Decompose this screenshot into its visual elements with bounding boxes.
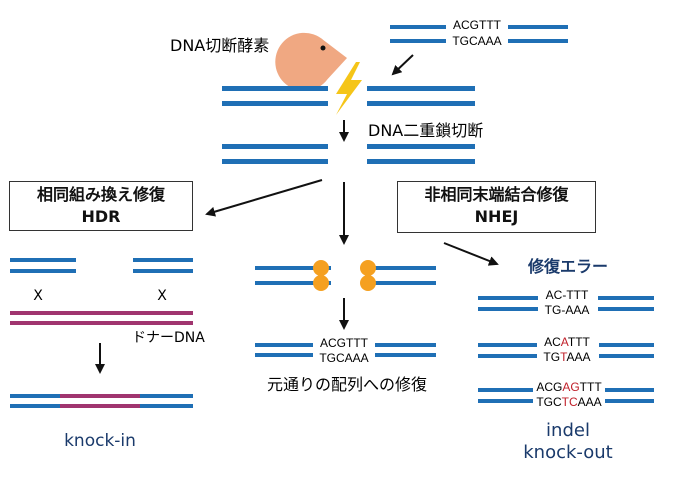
- donor-label: ドナーDNA: [132, 330, 205, 346]
- hdr-abbr: HDR: [81, 207, 121, 226]
- seq-part: ACG: [536, 380, 562, 394]
- sequence-error3-upper: ACGAGTTT: [536, 380, 602, 394]
- nhej-title: 非相同末端結合修復: [424, 185, 569, 204]
- sequence-top-lower: TGCAAA: [452, 34, 501, 48]
- enzyme-label: DNA切断酵素: [170, 36, 269, 55]
- seq-part: TTT: [568, 335, 591, 349]
- cut-dna-bottom: [222, 144, 475, 164]
- seq-mutation: AG: [562, 380, 579, 394]
- error-dna-1: AC-TTT TG-AAA: [478, 288, 654, 317]
- restore-label: 元通りの配列への修復: [267, 375, 427, 394]
- seq-part: AC: [544, 335, 561, 349]
- seq-mutation: A: [561, 335, 569, 349]
- seq-mutation: TC: [562, 395, 578, 409]
- sequence-restored-lower: TGCAAA: [319, 351, 368, 365]
- arrow-to-hdr: [205, 179, 323, 217]
- knock-in-dna: [10, 394, 193, 408]
- hdr-box: 相同組み換え修復 HDR: [9, 181, 193, 231]
- incoming-dna: ACGTTT TGCAAA: [390, 17, 568, 48]
- restored-dna: ACGTTT TGCAAA: [255, 335, 436, 365]
- sequence-error2-upper: ACATTT: [544, 335, 590, 349]
- repair-error-label: 修復エラー: [527, 257, 608, 276]
- seq-mutation: T: [560, 350, 568, 364]
- seq-part: AAA: [567, 350, 591, 364]
- indel-label: indel: [546, 420, 590, 441]
- knock-in-label: knock-in: [64, 431, 136, 451]
- nhej-box: 非相同末端結合修復 NHEJ: [397, 181, 596, 233]
- sequence-error3-lower: TGCTCAAA: [536, 395, 601, 409]
- crossover-x-left: X: [33, 288, 43, 304]
- seq-part: TGC: [536, 395, 562, 409]
- knock-out-label: knock-out: [523, 442, 612, 463]
- sequence-top-upper: ACGTTT: [453, 18, 502, 32]
- seq-part: AAA: [578, 395, 602, 409]
- error-dna-2: ACATTT TGTAAA: [478, 335, 654, 364]
- sequence-error1-upper: AC-TTT: [546, 288, 589, 302]
- sequence-restored-upper: ACGTTT: [320, 336, 369, 350]
- crossover-x-right: X: [157, 288, 167, 304]
- nhej-abbr: NHEJ: [474, 207, 519, 226]
- arrow-to-cut: [391, 54, 414, 76]
- seq-part: TTT: [580, 380, 603, 394]
- ku-protein-icon: [313, 260, 376, 291]
- cut-dna-top: [222, 86, 475, 106]
- hdr-title: 相同組み換え修復: [36, 185, 165, 204]
- pacman-enzyme-icon: [275, 32, 347, 91]
- ku-bound-dna: [255, 266, 436, 285]
- sequence-error2-lower: TGTAAA: [543, 350, 590, 364]
- arrow-to-error: [443, 242, 499, 266]
- seq-part: TG: [543, 350, 560, 364]
- sequence-error1-lower: TG-AAA: [545, 303, 590, 317]
- dsb-label: DNA二重鎖切断: [368, 121, 483, 140]
- error-dna-3: ACGAGTTT TGCTCAAA: [478, 380, 654, 409]
- hdr-broken-dna: [10, 258, 193, 273]
- lightning-icon: [336, 62, 362, 115]
- donor-dna: [10, 311, 193, 325]
